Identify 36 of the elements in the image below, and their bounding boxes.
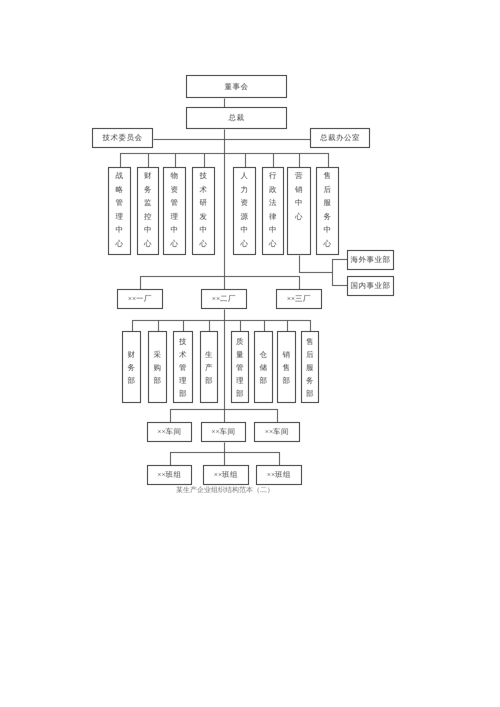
org-unit-box xyxy=(192,167,215,255)
org-unit-box xyxy=(201,289,247,309)
connector-line xyxy=(299,255,348,286)
org-unit-box xyxy=(163,167,186,255)
org-unit-box xyxy=(201,422,246,442)
connector-line xyxy=(224,309,278,423)
org-unit-box xyxy=(173,331,193,403)
org-unit-box xyxy=(147,422,192,442)
org-unit-box xyxy=(137,167,159,255)
org-unit-box xyxy=(316,167,339,255)
org-unit-box xyxy=(347,250,394,270)
org-unit-box xyxy=(148,331,167,403)
org-unit-box xyxy=(233,167,256,255)
connector-line xyxy=(224,98,225,108)
org-unit-box xyxy=(186,75,287,98)
org-unit-box xyxy=(347,276,394,296)
connector-line xyxy=(224,129,300,290)
org-unit-box xyxy=(256,465,302,485)
org-unit-box xyxy=(310,128,370,148)
org-unit-box xyxy=(287,167,311,255)
org-unit-box xyxy=(276,289,322,309)
connector-line xyxy=(224,442,280,466)
org-unit-box xyxy=(262,167,284,255)
org-unit-box xyxy=(147,465,192,485)
org-unit-box xyxy=(108,167,131,255)
org-unit-box xyxy=(122,331,141,403)
org-unit-box xyxy=(301,331,319,403)
org-unit-box xyxy=(203,465,249,485)
org-unit-box xyxy=(231,331,249,403)
org-unit-box xyxy=(92,128,153,148)
org-unit-box xyxy=(254,422,300,442)
org-unit-box xyxy=(186,107,287,129)
org-unit-box xyxy=(200,331,218,403)
org-unit-box xyxy=(254,331,273,403)
org-unit-box xyxy=(117,289,163,309)
org-unit-box xyxy=(277,331,296,403)
